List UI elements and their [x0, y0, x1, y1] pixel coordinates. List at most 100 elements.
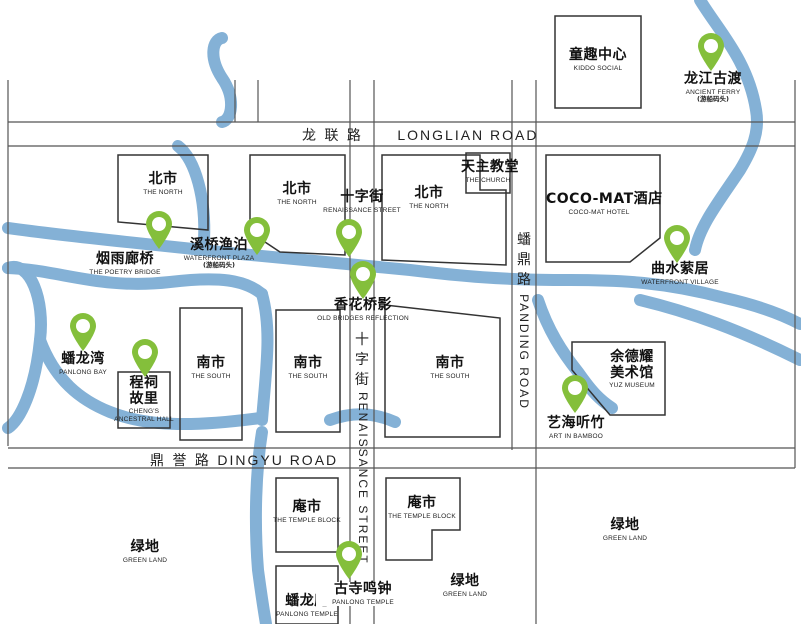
attraction-name-en: OLD BRIDGES REFLECTION: [317, 314, 409, 322]
area-name-cn: 美术馆: [610, 364, 654, 381]
area-name-en: GREEN LAND: [442, 590, 488, 598]
area-north-east: 北市 THE NORTH: [394, 185, 464, 210]
area-name-cn: 童趣中心: [569, 47, 627, 63]
attraction-name-cn: 程祠: [129, 375, 159, 391]
area-name-en: THE NORTH: [409, 202, 449, 210]
attraction-waterfront-plaza[interactable]: 溪桥渔泊 WATERFRONT PLAZA (游船码头): [176, 237, 262, 269]
road-label-panding-en: PANDING ROAD: [517, 282, 531, 422]
area-name-cn: COCO-MAT酒店: [546, 191, 663, 207]
attraction-ancient-ferry[interactable]: 龙江古渡 ANCIENT FERRY (游船码头): [670, 71, 756, 103]
roads: [7, 80, 796, 624]
block-temple-1: [275, 477, 339, 553]
area-name-en: THE NORTH: [143, 188, 183, 196]
attraction-name-en: WATERFRONT PLAZA: [183, 254, 255, 262]
attraction-name-en: PANLONG TEMPLE: [332, 598, 394, 606]
attraction-old-bridges[interactable]: 香花桥影 OLD BRIDGES REFLECTION: [316, 297, 410, 322]
area-name-cn: 庵市: [407, 495, 437, 511]
area-north-center: 北市 THE NORTH: [262, 181, 332, 206]
road-char: 蟠: [517, 232, 531, 248]
attraction-name-en: ANCESTRAL HALL: [114, 415, 174, 423]
block-temple-2: [385, 477, 461, 561]
road-label-longlian-en: LONGLIAN ROAD: [397, 127, 539, 143]
area-name-cn: 北市: [148, 171, 178, 187]
location-pin-icon[interactable]: [334, 540, 364, 580]
area-north-west: 北市 THE NORTH: [128, 171, 198, 196]
location-pin-icon[interactable]: [130, 338, 160, 378]
attraction-name-en: ART IN BAMBOO: [548, 432, 603, 440]
attraction-renaissance-street[interactable]: 十字街 RENAISSANCE STREET: [322, 189, 402, 214]
canal-bay-outlet: [34, 334, 266, 431]
location-pin-icon[interactable]: [560, 374, 590, 414]
attraction-poetry-bridge[interactable]: 烟雨廊桥 THE POETRY BRIDGE: [80, 251, 170, 276]
canal-south-vertical: [249, 426, 272, 624]
attraction-name-cn: 蟠龙湾: [61, 351, 105, 367]
block-south-2: [275, 309, 341, 433]
road-label-renaissance-cn: 十 字 街: [353, 330, 371, 390]
location-pin-icon[interactable]: [348, 260, 378, 300]
canal-panlong-bay: [2, 261, 47, 434]
attraction-name-en: ANCIENT FERRY: [685, 88, 741, 96]
attraction-panlong-bay[interactable]: 蟠龙湾 PANLONG BAY: [48, 351, 118, 376]
area-name-en: THE NORTH: [277, 198, 317, 206]
road-char: 路: [517, 272, 531, 288]
attraction-name-en: THE POETRY BRIDGE: [89, 268, 161, 276]
area-name-en: KIDDO SOCIAL: [573, 64, 623, 72]
location-pin-icon[interactable]: [144, 210, 174, 250]
area-name-cn: 北市: [414, 185, 444, 201]
area-name-en: PANLONG TEMPLE: [276, 610, 338, 618]
road-label-longlian: 龙 联 路 LONGLIAN ROAD: [302, 125, 539, 145]
attraction-name-cn: 艺海听竹: [547, 415, 605, 431]
block-south-3: [384, 304, 501, 438]
block-north-west: [117, 154, 209, 231]
attraction-art-in-bamboo[interactable]: 艺海听竹 ART IN BAMBOO: [534, 415, 618, 440]
location-pin-icon[interactable]: [68, 312, 98, 352]
road-char: 鼎: [517, 252, 531, 268]
block-cocomat: [545, 154, 661, 263]
attraction-name-en: WATERFRONT VILLAGE: [641, 278, 719, 286]
area-name-cn: 庵市: [292, 499, 322, 515]
canal-main: [2, 222, 801, 330]
area-name-en: GREEN LAND: [122, 556, 168, 564]
area-temple-block-1: 庵市 THE TEMPLE BLOCK: [272, 499, 342, 524]
attraction-name-en: RENAISSANCE STREET: [323, 206, 401, 214]
canal-center-south: [324, 408, 401, 428]
block-church: [465, 152, 511, 194]
road-char: 街: [355, 372, 369, 388]
area-cocomat: COCO-MAT酒店 COCO-MAT HOTEL: [546, 191, 663, 216]
area-church: 天主教堂 THE CHURCH: [461, 159, 519, 184]
attraction-name-cn: 故里: [129, 390, 159, 407]
canal-north-vertical: [172, 140, 211, 246]
canal-left-loop: [2, 262, 268, 300]
road-label-dingyu-cn: 鼎 誉 路: [150, 453, 211, 469]
block-south-1: [179, 307, 243, 441]
road-label-longlian-cn: 龙 联 路: [302, 128, 363, 144]
road-label-panding-en-text: PANDING ROAD: [517, 294, 531, 410]
area-name-cn: 南市: [293, 355, 323, 371]
area-green-3: 绿地 GREEN LAND: [590, 517, 660, 542]
area-green-1: 绿地 GREEN LAND: [110, 539, 180, 564]
attraction-name-cn: 龙江古渡: [684, 71, 742, 87]
attraction-waterfront-village[interactable]: 曲水萦居 WATERFRONT VILLAGE: [636, 261, 724, 286]
attraction-ancestral-hall[interactable]: 程祠 故里 CHENG'S ANCESTRAL HALL: [114, 375, 174, 423]
location-pin-icon[interactable]: [334, 218, 364, 258]
area-name-en: THE TEMPLE BLOCK: [388, 512, 456, 520]
canal-waterfront: [634, 294, 801, 366]
road-char: 十: [355, 332, 369, 348]
canal-central-vertical: [256, 288, 274, 426]
area-name-en: THE SOUTH: [191, 372, 231, 380]
area-south-2: 南市 THE SOUTH: [276, 355, 340, 380]
area-name-cn: 南市: [435, 355, 465, 371]
attraction-name-cn: 香花桥影: [334, 297, 392, 313]
road-label-dingyu-en: DINGYU ROAD: [217, 452, 339, 468]
location-pin-icon[interactable]: [696, 32, 726, 72]
area-name-cn: 绿地: [610, 517, 640, 533]
location-pin-icon[interactable]: [662, 224, 692, 264]
road-label-panding-cn: 蟠 鼎 路: [515, 230, 533, 290]
road-label-dingyu: 鼎 誉 路 DINGYU ROAD: [150, 450, 338, 470]
area-south-1: 南市 THE SOUTH: [180, 355, 242, 380]
location-pin-icon[interactable]: [242, 216, 272, 256]
area-name-en: COCO-MAT HOTEL: [568, 208, 630, 216]
area-kiddo: 童趣中心 KIDDO SOCIAL: [560, 47, 636, 72]
attraction-ancient-temple[interactable]: 古寺鸣钟 PANLONG TEMPLE: [316, 581, 410, 606]
